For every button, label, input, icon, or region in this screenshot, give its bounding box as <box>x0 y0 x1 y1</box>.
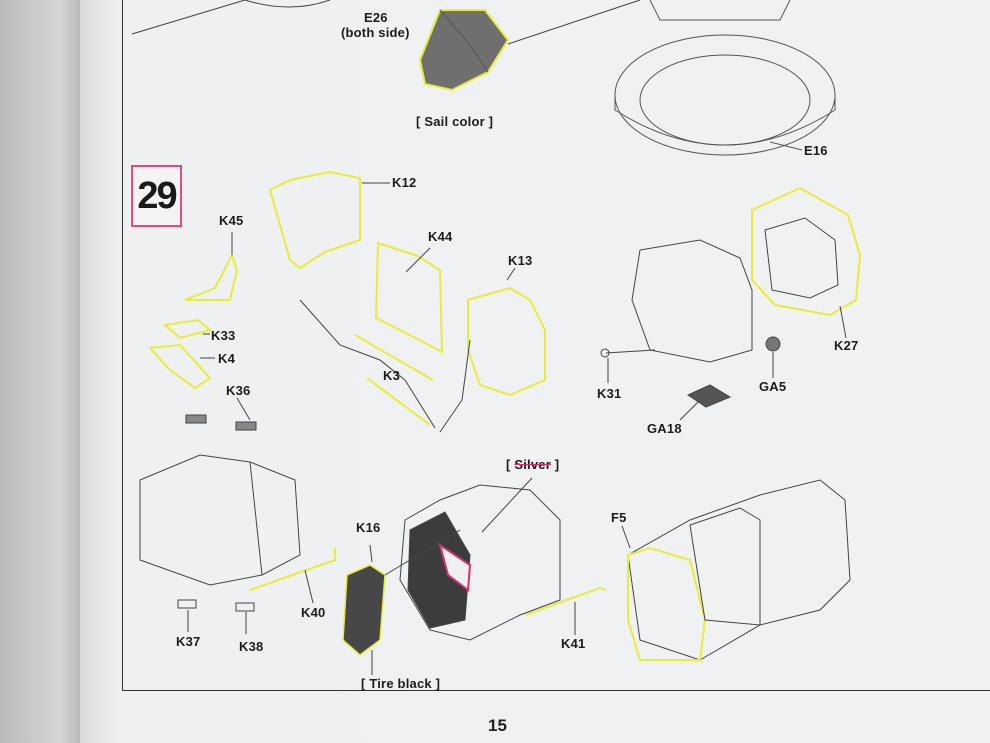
part-label-k40: K40 <box>301 605 326 620</box>
part-label-k31: K31 <box>597 386 622 401</box>
part-label-k33: K33 <box>211 328 236 343</box>
part-label-k36: K36 <box>226 383 251 398</box>
part-label-k38: K38 <box>239 639 264 654</box>
part-label-k45: K45 <box>219 213 244 228</box>
antenna-rod-left <box>131 0 246 35</box>
part-label-k12: K12 <box>392 175 417 190</box>
page-number: 15 <box>488 716 507 735</box>
part-label-k37: K37 <box>176 634 201 649</box>
paint-note-silver-open: [ <box>506 457 515 472</box>
part-label-k3: K3 <box>383 368 401 383</box>
part-label-k4: K4 <box>218 351 236 366</box>
instruction-page <box>80 0 990 743</box>
part-note-both-side: (both side) <box>341 25 410 40</box>
step-number: 29 <box>137 174 177 217</box>
part-label-k13: K13 <box>508 253 533 268</box>
facing-page-edge <box>0 0 80 743</box>
hull-top-edge <box>244 0 331 8</box>
part-label-k44: K44 <box>428 229 453 244</box>
part-label-e26: E26 <box>364 10 388 25</box>
lower-left-assembly <box>139 397 336 634</box>
box-assembly-k13 <box>268 170 546 433</box>
part-label-f5: F5 <box>611 510 627 525</box>
lower-center-assembly <box>342 477 607 675</box>
part-label-ga18: GA18 <box>647 421 682 436</box>
paint-note-tire-black: [ Tire black ] <box>361 676 441 691</box>
turret-ring-e16 <box>614 0 836 156</box>
part-label-k27: K27 <box>834 338 859 353</box>
paint-note-silver-close: ] <box>550 457 560 472</box>
step-number-badge: 29 <box>131 165 182 227</box>
part-label-ga5: GA5 <box>759 379 787 394</box>
part-label-k41: K41 <box>561 636 586 651</box>
bracket-parts-k45 <box>147 232 239 390</box>
step-frame <box>122 0 990 691</box>
rear-assembly-k27 <box>600 186 862 421</box>
paint-note-silver: [ Silver ] <box>506 457 559 472</box>
paint-note-silver-word: Silver <box>514 457 551 472</box>
part-label-k16: K16 <box>356 520 381 535</box>
sail-color-part <box>418 9 510 92</box>
lower-right-assembly-f5 <box>621 479 851 661</box>
part-label-e16: E16 <box>804 143 828 158</box>
paint-note-sail-color: [ Sail color ] <box>416 114 494 129</box>
antenna-rod-right <box>507 0 641 45</box>
